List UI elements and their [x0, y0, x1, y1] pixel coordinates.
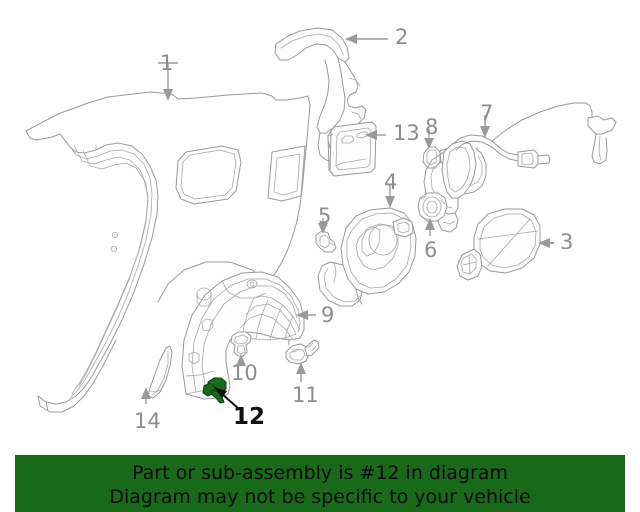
callout-label-2[interactable]: 2 — [395, 25, 409, 49]
callout-label-12[interactable]: 12 — [233, 404, 266, 430]
callout-label-7[interactable]: 7 — [480, 101, 494, 125]
callout-leader-12 — [214, 387, 240, 410]
part-liner-nut — [230, 331, 252, 357]
caption-line-1: Part or sub-assembly is #12 in diagram — [132, 461, 508, 484]
part-fuel-cap-seal-ring — [417, 192, 448, 222]
callout-label-10[interactable]: 10 — [231, 361, 258, 385]
callout-label-5[interactable]: 5 — [318, 204, 332, 228]
part-fuel-filler-door — [456, 208, 541, 281]
callout-leader-5 — [318, 218, 328, 234]
callout-label-14[interactable]: 14 — [134, 409, 161, 433]
callout-leader-11 — [296, 362, 306, 382]
callout-leader-8 — [424, 129, 434, 149]
callout-label-3[interactable]: 3 — [560, 230, 574, 254]
callout-label-11[interactable]: 11 — [292, 383, 319, 407]
callout-leader-4 — [385, 184, 395, 208]
callout-label-9[interactable]: 9 — [321, 303, 335, 327]
callout-leader-2 — [345, 34, 388, 44]
caption-banner: Part or sub-assembly is #12 in diagram D… — [15, 455, 625, 512]
part-access-cover-plate — [327, 121, 377, 177]
callout-label-1[interactable]: 1 — [160, 51, 174, 75]
callout-label-6[interactable]: 6 — [424, 238, 438, 262]
callout-label-8[interactable]: 8 — [425, 115, 439, 139]
part-fuel-door-actuator — [423, 102, 617, 233]
part-rocker-trim-filler — [147, 345, 173, 399]
callout-leader-7 — [480, 115, 490, 138]
callout-leader-6 — [425, 218, 435, 236]
callout-leader-13 — [365, 130, 386, 140]
part-housing-clip — [315, 230, 337, 253]
callout-leader-9 — [296, 310, 316, 320]
callout-leader-1 — [158, 62, 178, 101]
caption-line-2: Diagram may not be specific to your vehi… — [109, 485, 531, 508]
callout-leader-10 — [236, 354, 246, 366]
callout-label-13[interactable]: 13 — [393, 121, 420, 145]
part-fuel-filler-housing — [317, 207, 417, 307]
callout-leader-14 — [141, 387, 151, 404]
part-liner-screw — [285, 339, 320, 365]
callout-label-4[interactable]: 4 — [384, 170, 398, 194]
part-liner-push-pin-retainer-highlight — [202, 377, 227, 404]
callout-leader-3 — [538, 238, 554, 248]
